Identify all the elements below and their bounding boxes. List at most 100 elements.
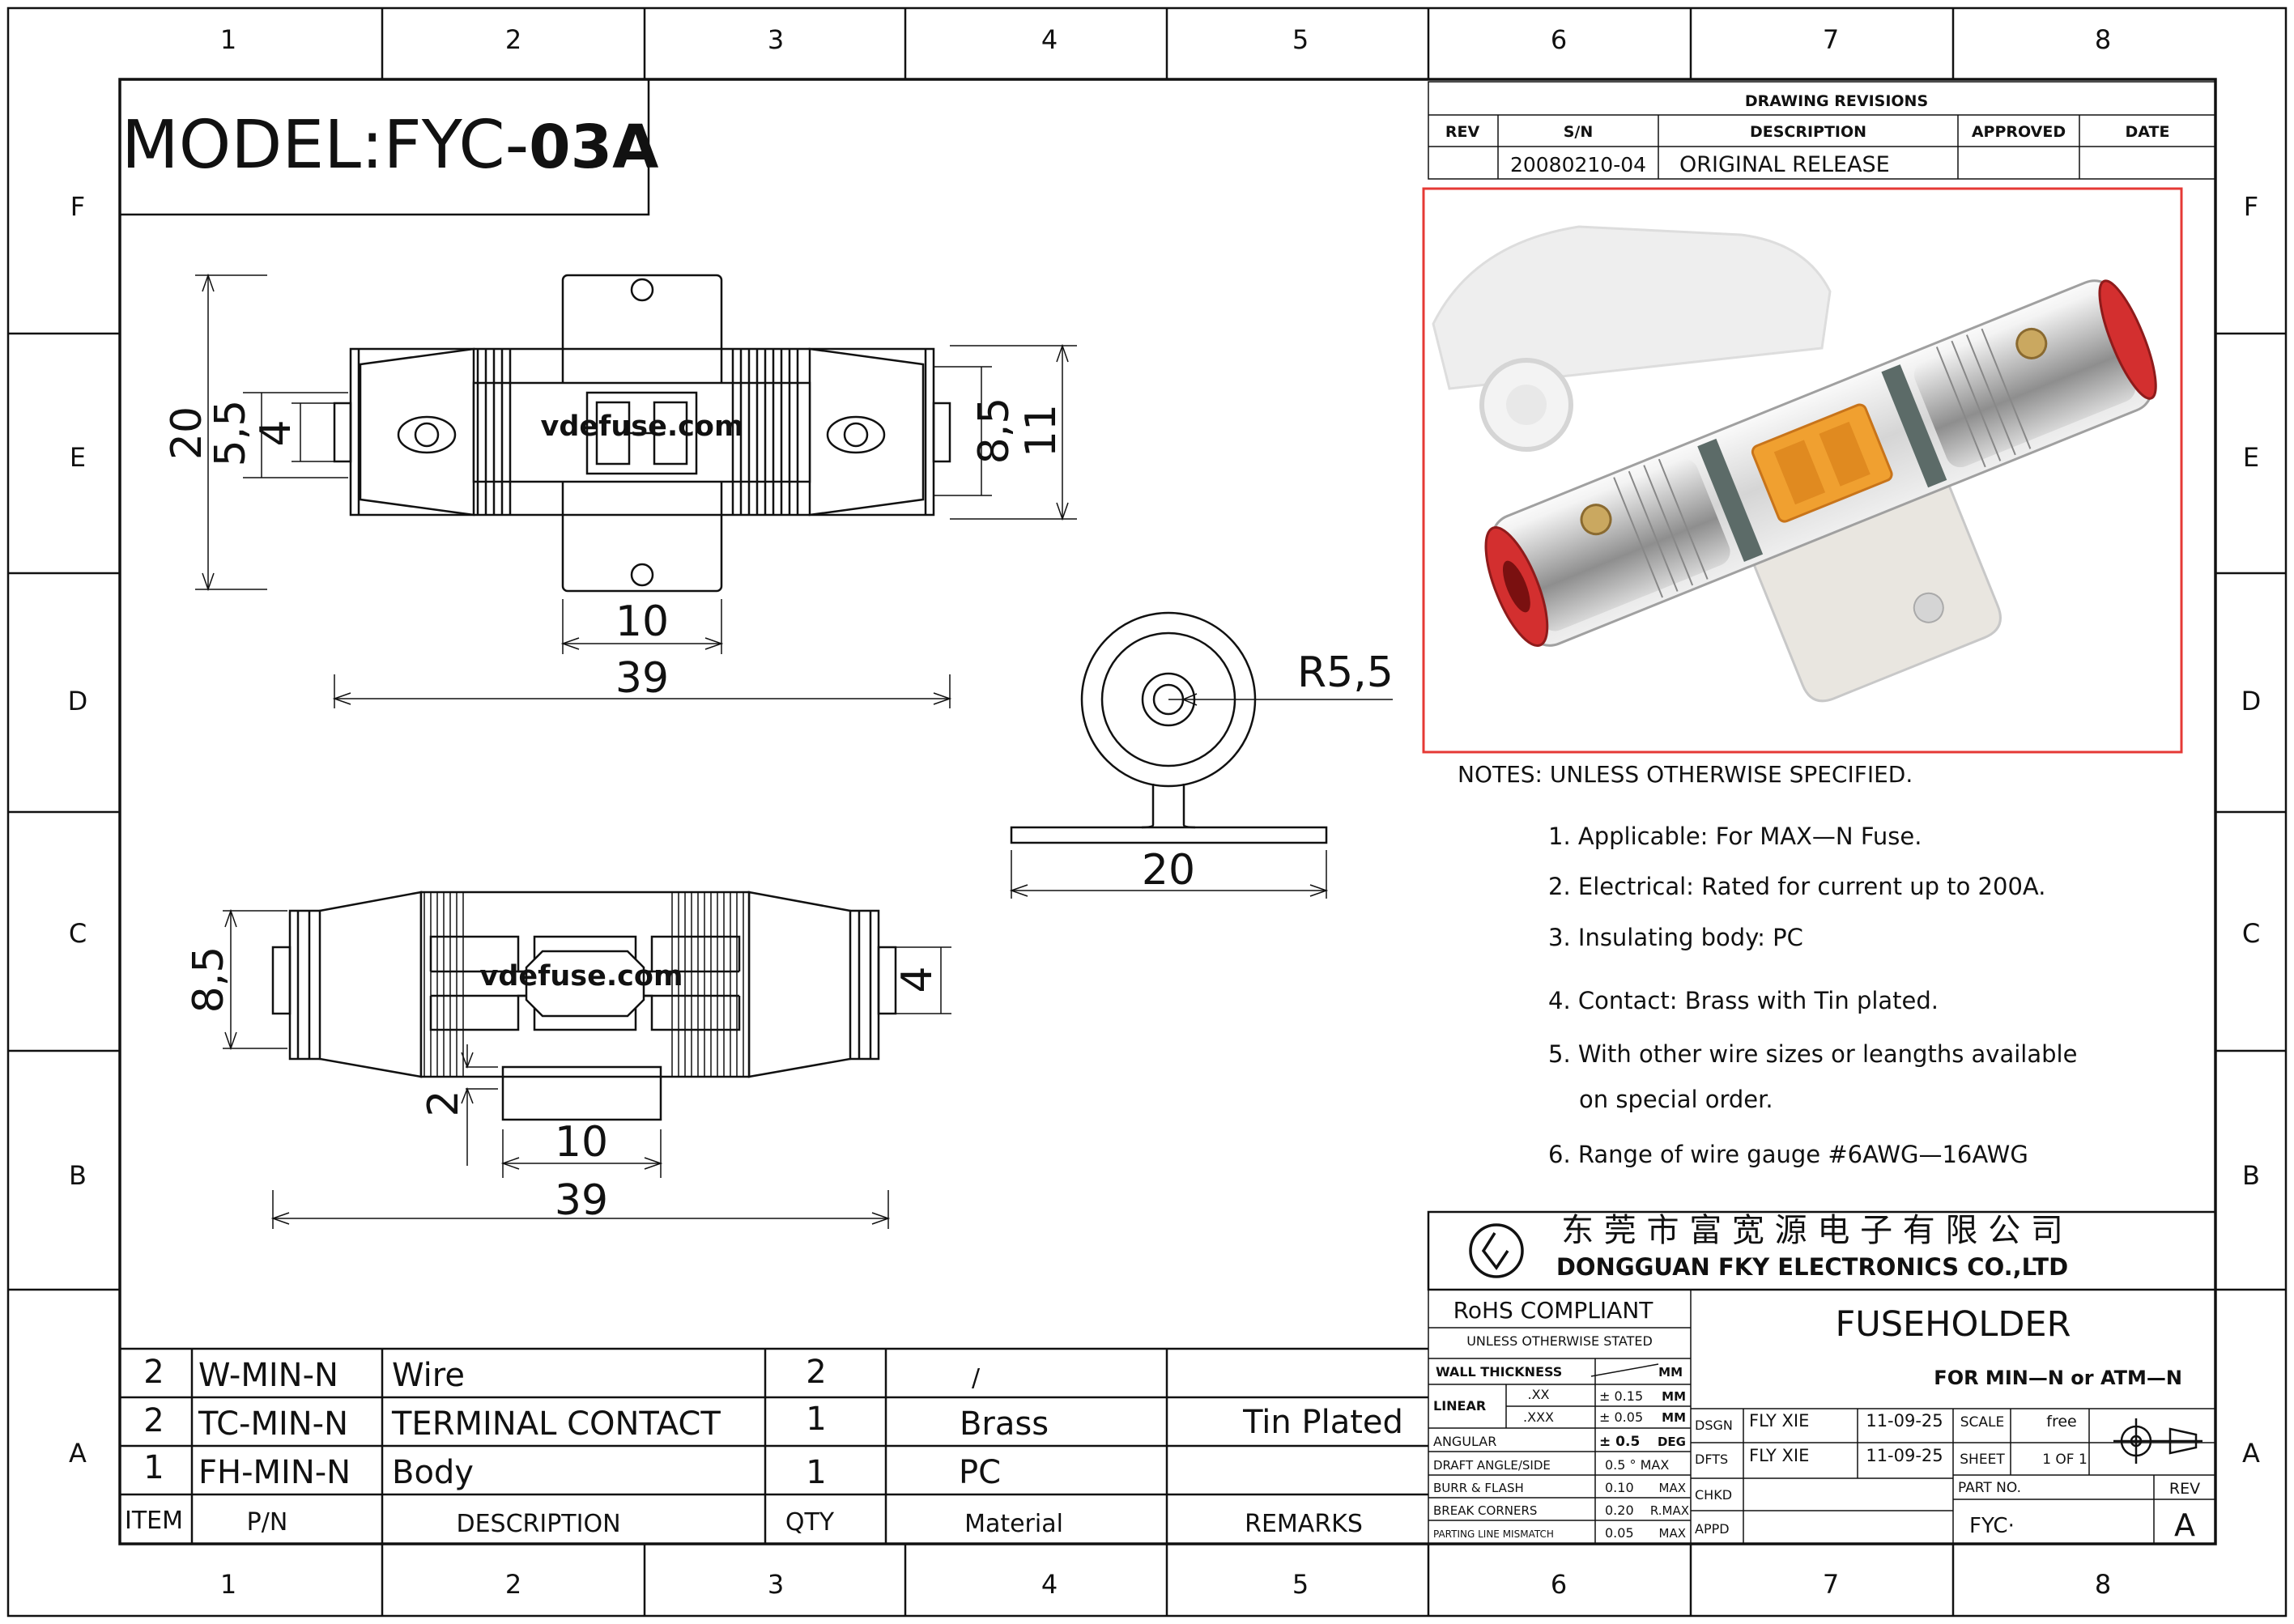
tol-angular: ± 0.5 (1599, 1434, 1640, 1450)
burr-value: 0.10 (1605, 1480, 1634, 1495)
projection-symbol-icon (2113, 1418, 2202, 1464)
company-name-chinese: 东 莞 市 富 宽 源 电 子 有 限 公 司 (1561, 1212, 2063, 1249)
burr-max: MAX (1659, 1481, 1686, 1495)
bom-row-3-description: Body (392, 1454, 474, 1491)
appd-label: APPD (1695, 1521, 1730, 1537)
note-3: 3. Insulating body: PC (1548, 924, 1803, 951)
chkd-label: CHKD (1695, 1487, 1732, 1503)
bom-row-1-item: 2 (143, 1354, 164, 1391)
note-6: 6. Range of wire gauge #6AWG—16AWG (1548, 1141, 2028, 1168)
dim-bottom-8-5: 8,5 (185, 946, 233, 1014)
wall-thickness-label: WALL THICKNESS (1436, 1364, 1562, 1380)
company-block: 东 莞 市 富 宽 源 电 子 有 限 公 司 DONGGUAN FKY ELE… (1427, 1210, 2217, 1291)
dim-top-39: 39 (615, 654, 669, 703)
zone-col-bottom-2: 2 (505, 1569, 521, 1600)
top-view-drawing: vdefuse.com (333, 274, 951, 593)
dfts-name: FLY XIE (1749, 1446, 1809, 1465)
rev-header-rev: REV (1445, 123, 1480, 141)
title-block: RoHS COMPLIANT UNLESS OTHERWISE STATED W… (1428, 1289, 2216, 1545)
draft-value: 0.5 ° MAX (1605, 1457, 1669, 1473)
dim-side-20: 20 (1142, 846, 1195, 895)
zone-col-bottom-3: 3 (768, 1569, 784, 1600)
front-view-watermark: vdefuse.com (480, 960, 683, 993)
bom-table: 2 W-MIN-N Wire 2 / 2 TC-MIN-N TERMINAL C… (120, 1347, 1428, 1544)
dim-bottom-2: 2 (419, 1090, 468, 1116)
side-view-drawing: R5,5 20 (1009, 611, 1394, 899)
zone-col-top-8: 8 (2095, 24, 2111, 55)
notes-heading: NOTES: UNLESS OTHERWISE SPECIFIED. (1458, 761, 1913, 788)
car-silhouette (1432, 225, 1832, 390)
zone-col-bottom-1: 1 (220, 1569, 236, 1600)
zone-col-top-7: 7 (1823, 24, 1839, 55)
photo-red-end-right (2098, 279, 2157, 400)
photo-fuse (1751, 403, 1893, 523)
dim-bottom-10: 10 (555, 1118, 608, 1167)
tol-xxx-mm: MM (1662, 1410, 1686, 1425)
dfts-date: 11-09-25 (1866, 1446, 1943, 1465)
bom-header-item: ITEM (125, 1507, 183, 1535)
tol-angular-deg: DEG (1658, 1435, 1686, 1449)
zone-col-top-4: 4 (1041, 24, 1058, 55)
zone-row-left-D: D (68, 686, 88, 716)
top-view-dimensions: 20 5,5 4 8,5 11 10 39 (163, 273, 1077, 708)
zone-row-right-F: F (2244, 191, 2258, 222)
bom-row-1-material: / (972, 1364, 981, 1392)
bom-header-remarks: REMARKS (1245, 1510, 1363, 1538)
model-title-box: MODEL:FYC-03A (118, 78, 658, 216)
top-view-watermark: vdefuse.com (541, 410, 744, 443)
bom-row-2-qty: 1 (806, 1401, 826, 1438)
bom-row-2-material: Brass (960, 1405, 1049, 1443)
bom-row-2-item: 2 (143, 1402, 164, 1439)
zone-row-right-D: D (2241, 686, 2262, 716)
dim-top-8-5: 8,5 (970, 397, 1019, 465)
zone-row-right-E: E (2243, 442, 2259, 473)
dim-bottom-4: 4 (893, 966, 942, 993)
zone-col-top-3: 3 (768, 24, 784, 55)
scale-label: SCALE (1960, 1414, 2005, 1431)
rev-header-description: DESCRIPTION (1750, 123, 1866, 141)
company-name-english: DONGGUAN FKY ELECTRONICS CO.,LTD (1556, 1253, 2068, 1281)
model-prefix: MODEL:FYC- (121, 107, 529, 184)
angular-label: ANGULAR (1433, 1434, 1496, 1449)
bom-row-1-pn: W-MIN-N (198, 1357, 338, 1394)
front-view-drawing: vdefuse.com (271, 891, 897, 1121)
burr-label: BURR & FLASH (1433, 1481, 1524, 1495)
dsgn-name: FLY XIE (1749, 1411, 1809, 1431)
rev-header-sn: S/N (1564, 123, 1594, 141)
bom-row-3-qty: 1 (806, 1454, 826, 1491)
tol-xxx: ± 0.05 (1599, 1409, 1643, 1425)
xxx-label: .XXX (1523, 1409, 1554, 1425)
model-suffix: 03A (529, 113, 658, 182)
break-rmax: R.MAX (1650, 1503, 1689, 1518)
bom-row-2-description: TERMINAL CONTACT (391, 1405, 721, 1443)
dfts-label: DFTS (1695, 1452, 1728, 1467)
rev-label: REV (2169, 1480, 2200, 1498)
wall-mm: MM (1658, 1365, 1683, 1380)
bom-row-2-pn: TC-MIN-N (198, 1405, 348, 1443)
zone-col-top-6: 6 (1551, 24, 1567, 55)
zone-row-right-B: B (2242, 1160, 2260, 1191)
xx-label: .XX (1527, 1387, 1549, 1402)
tol-xx-mm: MM (1662, 1389, 1686, 1404)
part-no-value: FYC· (1969, 1514, 2015, 1538)
bom-row-2-remarks: Tin Plated (1242, 1404, 1403, 1441)
bom-row-1-description: Wire (392, 1357, 465, 1394)
rohs-label: RoHS COMPLIANT (1453, 1297, 1654, 1324)
model-title: MODEL:FYC-03A (121, 107, 658, 184)
product-photo (1422, 187, 2183, 754)
photo-screw-right (2015, 327, 2048, 359)
photo-screw-left (1580, 504, 1612, 536)
rev-row-description: ORIGINAL RELEASE (1679, 152, 1890, 177)
note-5-continued: on special order. (1579, 1086, 1773, 1113)
zone-col-bottom-5: 5 (1292, 1569, 1309, 1600)
rev-header-approved: APPROVED (1972, 123, 2066, 141)
bom-row-1-qty: 2 (806, 1354, 826, 1391)
dim-top-10: 10 (615, 597, 669, 646)
zone-col-top-1: 1 (220, 24, 236, 55)
note-5: 5. With other wire sizes or leangths ava… (1548, 1040, 2077, 1068)
dim-bottom-39: 39 (555, 1176, 608, 1225)
bom-row-3-item: 1 (143, 1449, 164, 1486)
revision-table: DRAWING REVISIONS REV S/N DESCRIPTION AP… (1428, 81, 2216, 180)
rev-value: A (2174, 1507, 2195, 1543)
